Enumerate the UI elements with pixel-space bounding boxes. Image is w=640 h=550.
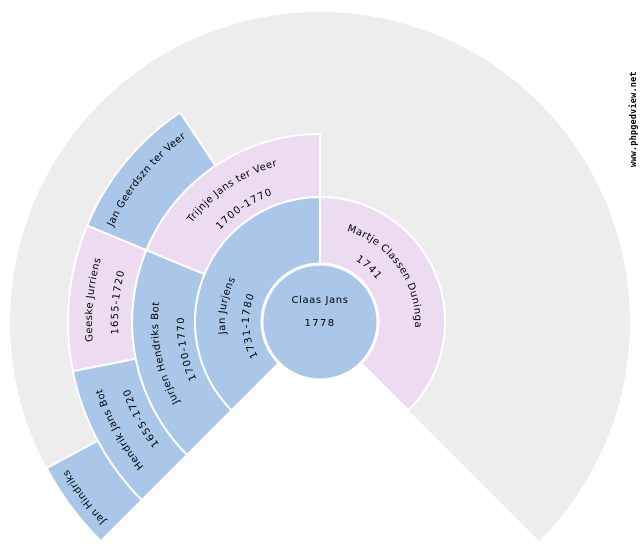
watermark-link[interactable]: www.phpgedview.net bbox=[628, 71, 639, 167]
fan-center-claas-jans[interactable]: Claas Jans 1778 bbox=[260, 262, 380, 382]
root-dates-label: 1778 bbox=[304, 318, 335, 329]
root-name-label: Claas Jans bbox=[291, 295, 348, 306]
